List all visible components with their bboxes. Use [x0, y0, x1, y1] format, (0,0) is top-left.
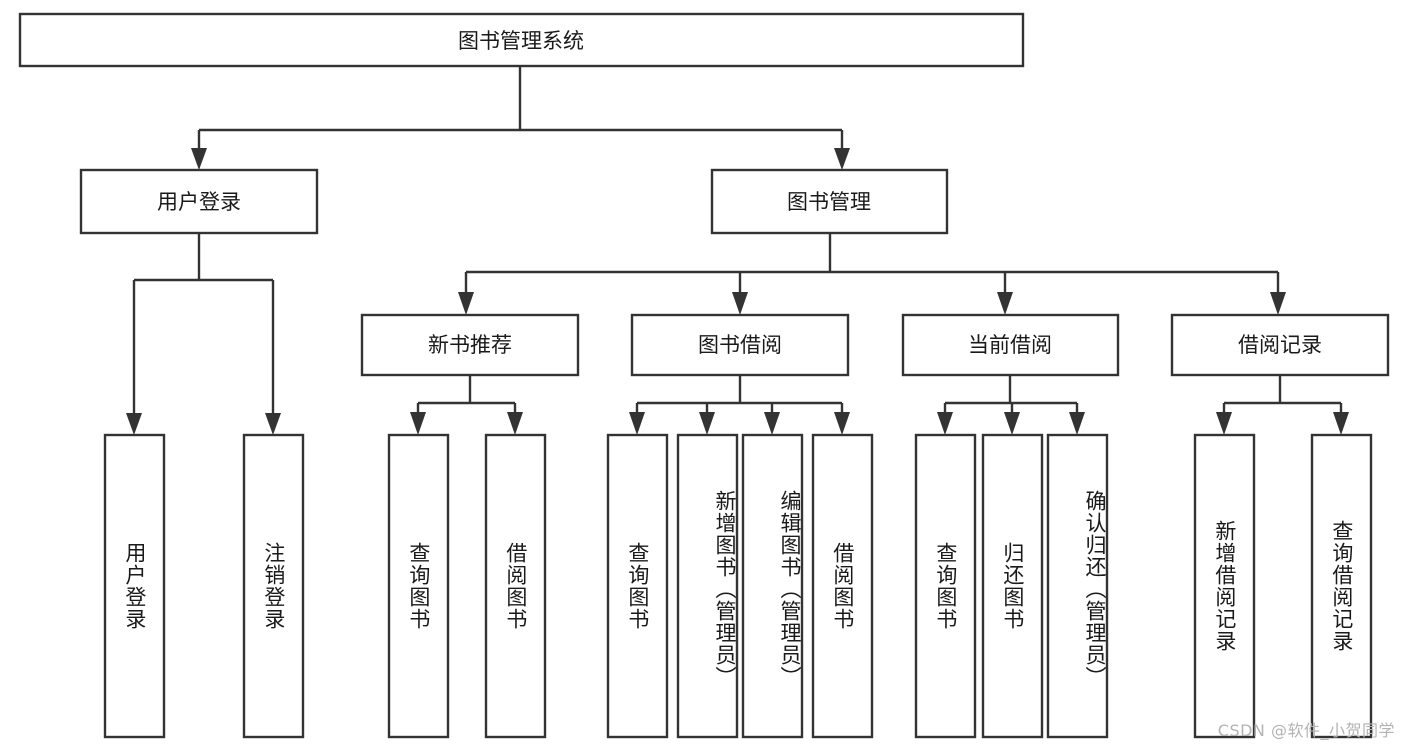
- node-box-leaf-add-record[interactable]: [1193, 433, 1256, 739]
- connector-group-book-borrow-to-leaves: [629, 375, 850, 435]
- arrowhead-leaf-borrow-book-bb: [834, 412, 850, 435]
- node-box-book-manage[interactable]: [710, 168, 949, 235]
- node-label-root: 图书管理系统: [458, 29, 584, 53]
- arrowhead-book-borrow: [732, 292, 748, 315]
- node-box-leaf-logout[interactable]: [242, 433, 305, 739]
- node-box-leaf-confirm-return[interactable]: [1046, 433, 1109, 739]
- node-box-root[interactable]: [18, 12, 1025, 68]
- arrowhead-leaf-edit-book: [764, 412, 780, 435]
- arrowhead-leaf-user-login: [126, 413, 142, 435]
- arrowhead-leaf-query-book-nb: [410, 412, 426, 435]
- node-box-current-borrow[interactable]: [901, 313, 1120, 377]
- node-box-book-borrow[interactable]: [630, 313, 850, 377]
- connector-group-current-borrow-to-leaves: [937, 375, 1085, 435]
- node-box-leaf-query-book-cb[interactable]: [914, 433, 977, 739]
- node-label-new-book-recommend: 新书推荐: [428, 333, 512, 357]
- connector-group-borrow-record-to-leaves: [1216, 375, 1349, 435]
- arrowhead-book-manage: [834, 148, 850, 170]
- node-label-book-borrow: 图书借阅: [698, 333, 782, 357]
- node-box-user-login[interactable]: [79, 168, 319, 235]
- node-box-leaf-return-book[interactable]: [981, 433, 1044, 739]
- node-label-user-login: 用户登录: [157, 190, 241, 214]
- arrowhead-leaf-return-book: [1004, 412, 1020, 435]
- connector-group-book-manage-to-level2: [458, 233, 1286, 315]
- node-box-leaf-query-book-nb[interactable]: [387, 433, 450, 739]
- connector-group-root-to-level1: [191, 66, 850, 170]
- node-label-borrow-record: 借阅记录: [1238, 333, 1322, 357]
- node-box-leaf-query-book-bb[interactable]: [606, 433, 669, 739]
- node-label-current-borrow: 当前借阅: [968, 333, 1052, 357]
- arrowhead-current-borrow: [997, 292, 1013, 315]
- arrowhead-new-book: [458, 292, 474, 315]
- arrowhead-leaf-query-book-bb: [629, 412, 645, 435]
- csdn-watermark: CSDN @软件_小贺同学: [1217, 721, 1395, 740]
- node-box-leaf-borrow-book-nb[interactable]: [484, 433, 547, 739]
- arrowhead-leaf-query-book-cb: [937, 412, 953, 435]
- arrowhead-borrow-record: [1270, 292, 1286, 315]
- arrowhead-leaf-add-record: [1216, 412, 1232, 435]
- node-box-leaf-edit-book[interactable]: [741, 433, 804, 739]
- arrowhead-leaf-borrow-book-nb: [507, 412, 523, 435]
- node-box-leaf-query-record[interactable]: [1310, 433, 1373, 739]
- arrowhead-leaf-query-record: [1333, 412, 1349, 435]
- node-box-borrow-record[interactable]: [1170, 313, 1390, 377]
- node-box-leaf-borrow-book-bb[interactable]: [811, 433, 874, 739]
- node-box-leaf-user-login[interactable]: [103, 433, 166, 739]
- node-box-leaf-add-book[interactable]: [676, 433, 739, 739]
- node-box-new-book-recommend[interactable]: [360, 313, 580, 377]
- arrowhead-leaf-logout: [265, 413, 281, 435]
- connector-group-new-book-to-leaves: [410, 375, 523, 435]
- connector-group-user-login-to-leaves: [126, 233, 281, 435]
- arrowhead-leaf-confirm-return: [1069, 412, 1085, 435]
- arrowhead-user-login: [191, 148, 207, 170]
- node-label-book-manage: 图书管理: [787, 190, 871, 214]
- arrowhead-leaf-add-book: [699, 412, 715, 435]
